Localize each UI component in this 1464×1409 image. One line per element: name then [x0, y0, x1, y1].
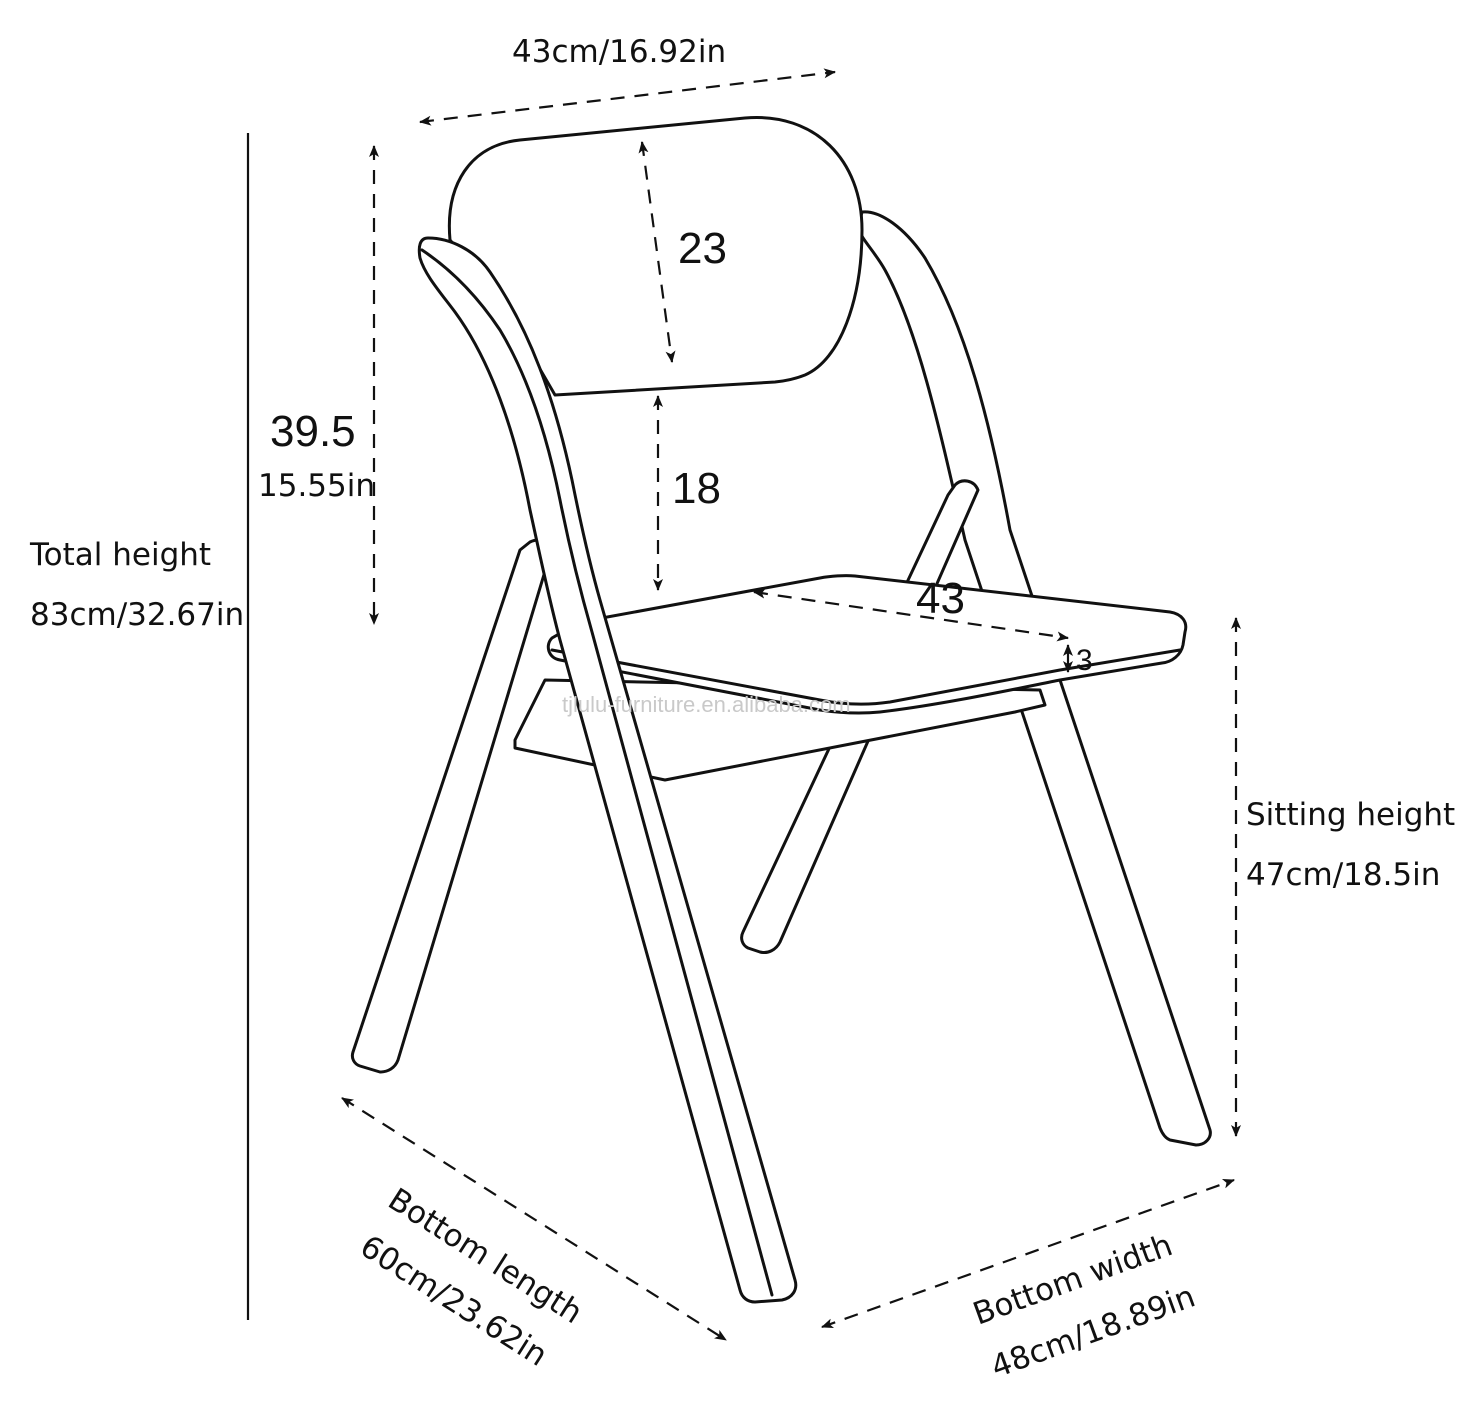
- seat-thickness-label: 3: [1076, 644, 1093, 677]
- dimension-lines: [246, 68, 1241, 1341]
- sitting-height-value: 47cm/18.5in: [1246, 857, 1440, 893]
- seat-width-label: 43: [916, 574, 965, 623]
- top-width-label: 43cm/16.92in: [512, 34, 726, 70]
- backrest-height-arrow: [638, 141, 676, 363]
- back-height-cm-label: 39.5: [270, 407, 356, 456]
- seat-edge: [550, 648, 1182, 706]
- front-left-upright-inner: [420, 248, 774, 1297]
- watermark: tjlulu-furniture.en.alibaba.com: [562, 692, 851, 717]
- backrest-height-label: 23: [678, 224, 727, 273]
- bottom-width-arrow: [821, 1178, 1235, 1329]
- top-width-arrow: [419, 68, 836, 126]
- total-height-title: Total height: [29, 537, 211, 573]
- bottom-length-arrow: [341, 1097, 727, 1341]
- back-height-in-label: 15.55in: [258, 468, 375, 504]
- backrest-gap-label: 18: [672, 464, 721, 513]
- total-height-value: 83cm/32.67in: [30, 597, 244, 633]
- seat-width-arrow: [753, 588, 1069, 642]
- rear-left-leg: [350, 538, 554, 1074]
- sitting-height-title: Sitting height: [1246, 797, 1455, 833]
